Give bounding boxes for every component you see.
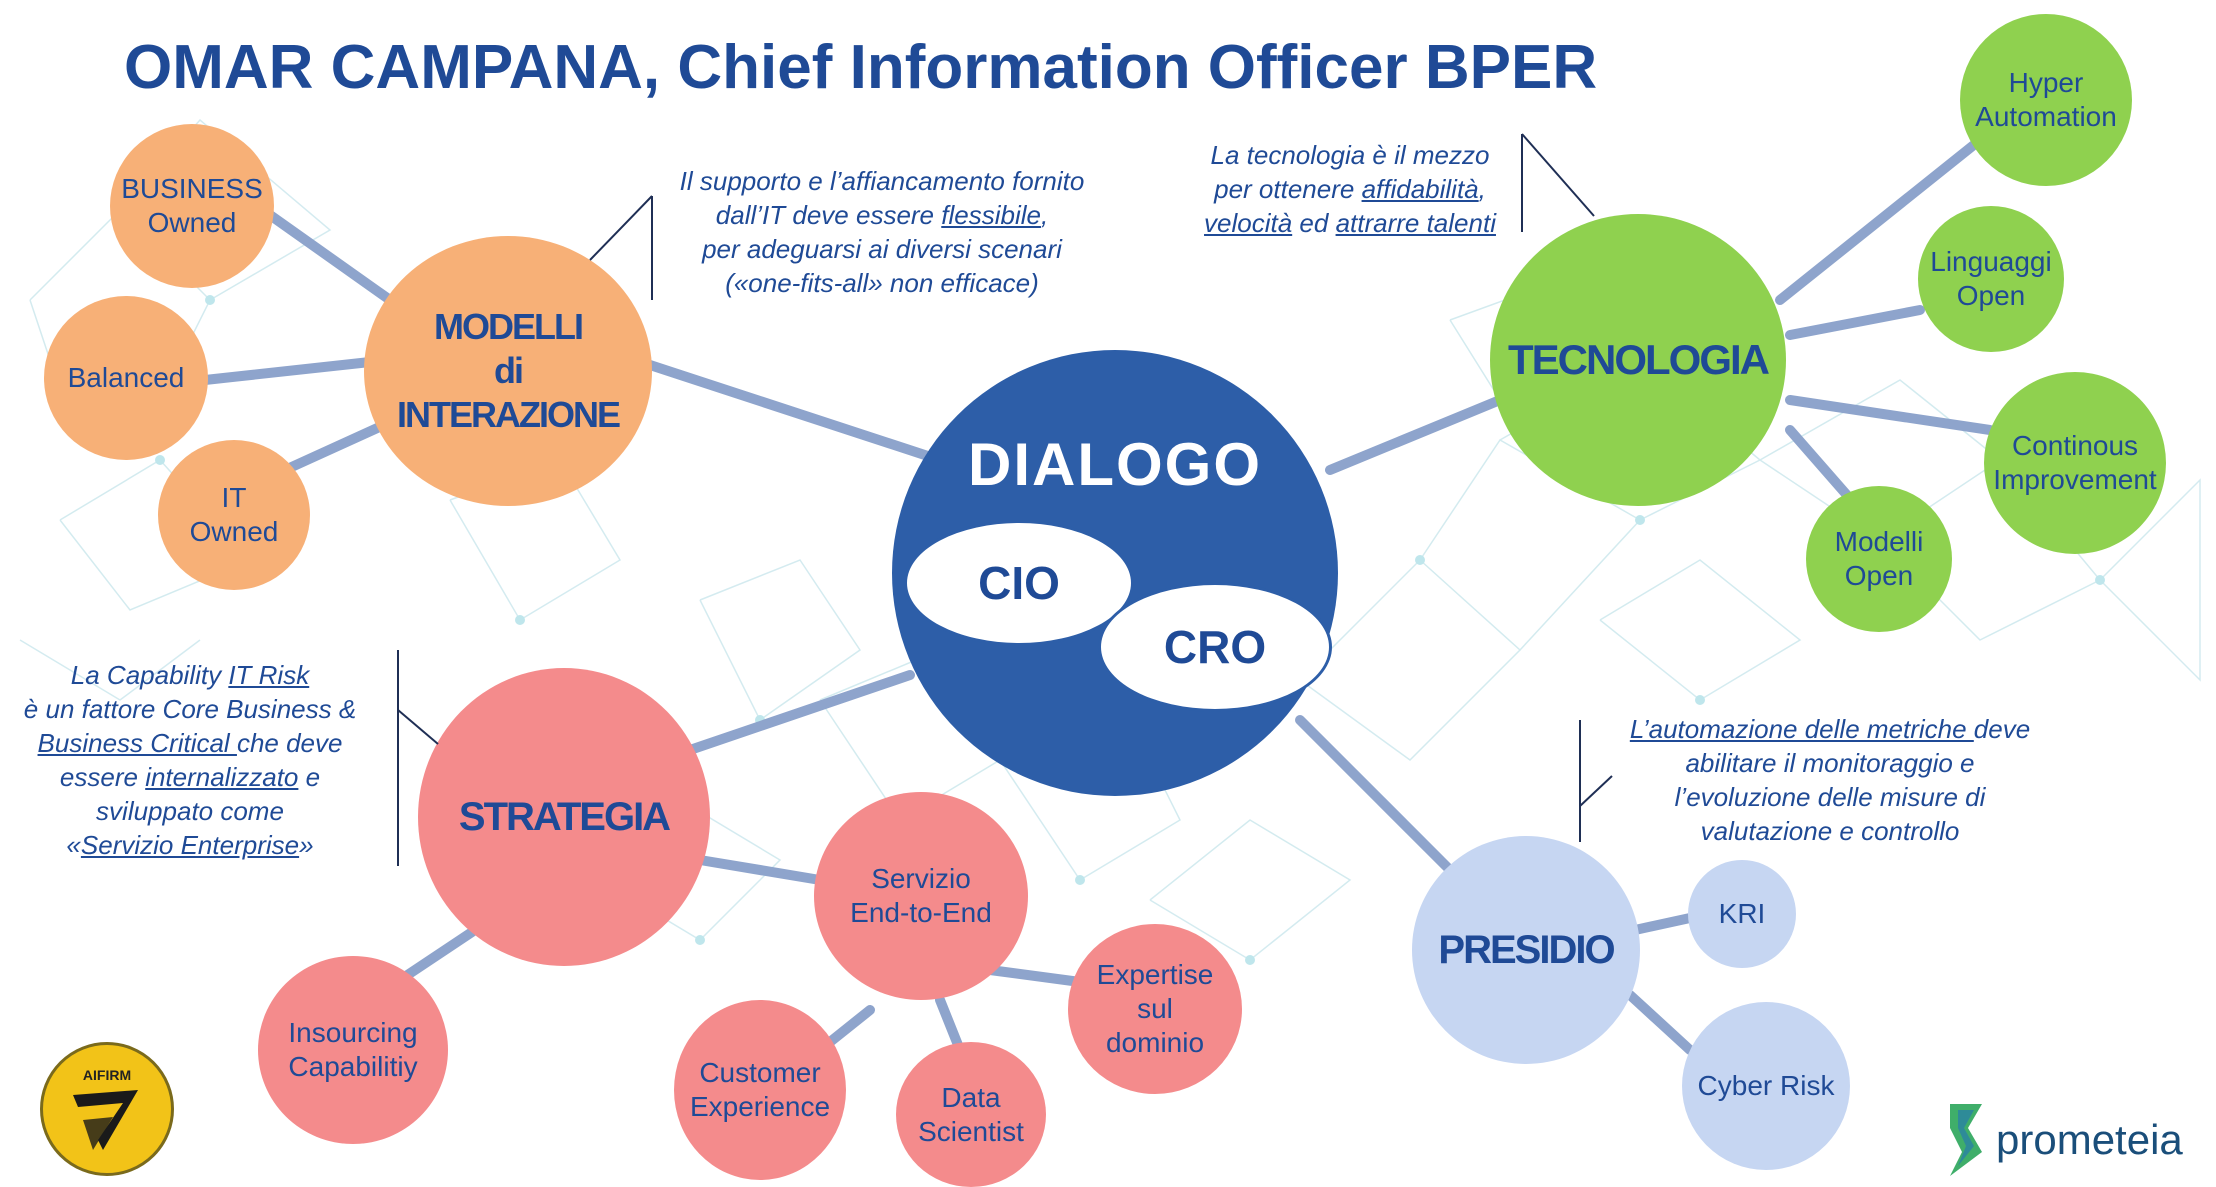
cio-label: CIO <box>978 557 1060 609</box>
presidio-note-line-1: L’automazione delle metriche deve <box>1629 714 2031 744</box>
connector-tecnologia-hyper <box>1775 135 1985 305</box>
modelli-note-line-3: per adeguarsi ai diversi scenari <box>702 234 1062 264</box>
connector-center-tecnologia <box>1325 395 1505 475</box>
strategia-node: STRATEGIA <box>418 668 710 966</box>
aifirm-arrow-icon <box>73 1090 138 1150</box>
page-title: OMAR CAMPANA, Chief Information Officer … <box>124 33 1598 102</box>
insourcing-capability-node: Insourcing Capabilitiy <box>258 956 448 1144</box>
balanced-label: Balanced <box>67 362 185 393</box>
modelli-note-flessibile: flessibile <box>941 200 1041 230</box>
linguaggi-open-node: Linguaggi Open <box>1918 206 2064 352</box>
continous-improvement-node: Continous Improvement <box>1984 372 2166 554</box>
strategia-note: La Capability IT Risk è un fattore Core … <box>10 658 370 862</box>
connector-center-modelli <box>645 360 945 465</box>
connector-modelli-balanced <box>200 357 375 385</box>
customer-experience-node: Customer Experience <box>674 1000 846 1180</box>
dialogo-center-circle: DIALOGO CIO CRO <box>892 350 1338 796</box>
customer-experience-label: Customer Experience <box>689 1057 831 1122</box>
business-owned-label: BUSINESS Owned <box>121 173 263 238</box>
presidio-note: L’automazione delle metriche deve abilit… <box>1600 712 2060 848</box>
strategia-note-line-4: essere internalizzato e <box>59 762 321 792</box>
hyper-automation-label: Hyper Automation <box>1975 67 2117 132</box>
data-scientist-label: Data Scientist <box>918 1081 1024 1147</box>
presidio-label: PRESIDIO <box>1438 927 1615 972</box>
it-owned-label: IT Owned <box>189 482 279 547</box>
tecnologia-note-line-1: La tecnologia è il mezzo <box>1210 140 1490 170</box>
strategia-note-line-3: Business Critical che deve <box>37 728 343 758</box>
presidio-note-automazione: L’automazione delle metriche <box>1629 714 1974 744</box>
data-scientist-node: Data Scientist <box>896 1042 1046 1187</box>
connector-tecnologia-continous <box>1785 395 1995 435</box>
presidio-node: PRESIDIO <box>1412 836 1640 1064</box>
connector-modelli-business <box>265 210 395 305</box>
prometeia-logo: prometeia <box>1944 1100 2183 1180</box>
modelli-open-node: Modelli Open <box>1806 486 1952 632</box>
hyper-automation-node: Hyper Automation <box>1960 14 2132 186</box>
strategia-note-line-6: «Servizio Enterprise» <box>66 830 314 860</box>
cro-speech-bubble: CRO <box>1098 582 1332 712</box>
connector-servizio-data <box>935 995 965 1055</box>
expertise-sul-dominio-node: Expertise sul dominio <box>1068 924 1242 1094</box>
modelli-note: Il supporto e l’affiancamento fornito da… <box>662 164 1102 300</box>
tecnologia-note-velocita: velocità <box>1204 208 1293 238</box>
kri-node: KRI <box>1688 860 1796 968</box>
strategia-note-line-2: è un fattore Core Business & <box>23 694 357 724</box>
connector-center-strategia <box>685 670 915 755</box>
presidio-note-line-3: l’evoluzione delle misure di <box>1674 782 1986 812</box>
modelli-note-line-1: Il supporto e l’affiancamento fornito <box>679 166 1085 196</box>
modelli-note-line-4: («one-fits-all» non efficace) <box>725 268 1039 298</box>
it-owned-node: IT Owned <box>158 440 310 590</box>
modelli-open-label: Modelli Open <box>1834 526 1924 591</box>
tecnologia-node: TECNOLOGIA <box>1490 214 1786 506</box>
connector-center-presidio <box>1295 715 1455 875</box>
strategia-label: STRATEGIA <box>458 794 671 839</box>
strategia-note-line-1: La Capability IT Risk <box>70 660 310 690</box>
strategia-note-internalizzato: internalizzato <box>145 762 299 792</box>
strategia-note-business-critical: Business Critical <box>37 728 237 758</box>
tecnologia-note: La tecnologia è il mezzo per ottenere af… <box>1180 138 1520 240</box>
kri-label: KRI <box>1718 898 1766 929</box>
strategia-note-it-risk: IT Risk <box>228 660 310 690</box>
balanced-node: Balanced <box>44 296 208 460</box>
business-owned-node: BUSINESS Owned <box>110 124 274 288</box>
prometeia-mark-icon <box>1950 1104 1982 1176</box>
prometeia-logo-text: prometeia <box>1996 1116 2183 1163</box>
presidio-note-line-2: abilitare il monitoraggio e <box>1685 748 1975 778</box>
tecnologia-note-affidabilita: affidabilità <box>1361 174 1479 204</box>
connector-servizio-expertise <box>985 965 1085 987</box>
aifirm-logo-text: AIFIRM <box>82 1067 132 1083</box>
connector-strategia-servizio <box>695 855 825 885</box>
servizio-end-to-end-label: Servizio End-to-End <box>850 863 992 928</box>
cro-label: CRO <box>1163 621 1267 673</box>
linguaggi-open-label: Linguaggi Open <box>1930 246 2052 311</box>
connector-presidio-kri <box>1630 913 1695 935</box>
tecnologia-label: TECNOLOGIA <box>1508 336 1770 383</box>
cio-speech-bubble: CIO <box>904 520 1134 646</box>
continous-improvement-label: Continous Improvement <box>1993 430 2157 495</box>
tecnologia-note-line-2: per ottenere affidabilità, <box>1214 174 1486 204</box>
modelli-note-line-2: dall’IT deve essere flessibile, <box>715 200 1049 230</box>
connector-presidio-cyber <box>1625 990 1695 1055</box>
tecnologia-note-attrarre-talenti: attrarre talenti <box>1335 208 1496 238</box>
modelli-interazione-label: MODELLI di INTERAZIONE <box>396 306 621 435</box>
connector-tecnologia-linguaggi <box>1785 305 1925 340</box>
tecnologia-note-line-3: velocità ed attrarre talenti <box>1204 208 1496 238</box>
presidio-note-line-4: valutazione e controllo <box>1700 816 1960 846</box>
expertise-sul-dominio-label: Expertise sul dominio <box>1096 959 1214 1058</box>
strategia-note-line-5: sviluppato come <box>96 796 284 826</box>
insourcing-capability-label: Insourcing Capabilitiy <box>288 1017 418 1082</box>
dialogo-title: DIALOGO <box>968 431 1262 498</box>
strategia-note-servizio-enterprise: Servizio Enterprise <box>80 830 300 860</box>
servizio-end-to-end-node: Servizio End-to-End <box>814 792 1028 1000</box>
cyber-risk-label: Cyber Risk <box>1697 1070 1835 1101</box>
aifirm-logo: AIFIRM <box>40 1042 174 1176</box>
cyber-risk-node: Cyber Risk <box>1682 1002 1850 1170</box>
modelli-interazione-node: MODELLI di INTERAZIONE <box>364 236 652 506</box>
